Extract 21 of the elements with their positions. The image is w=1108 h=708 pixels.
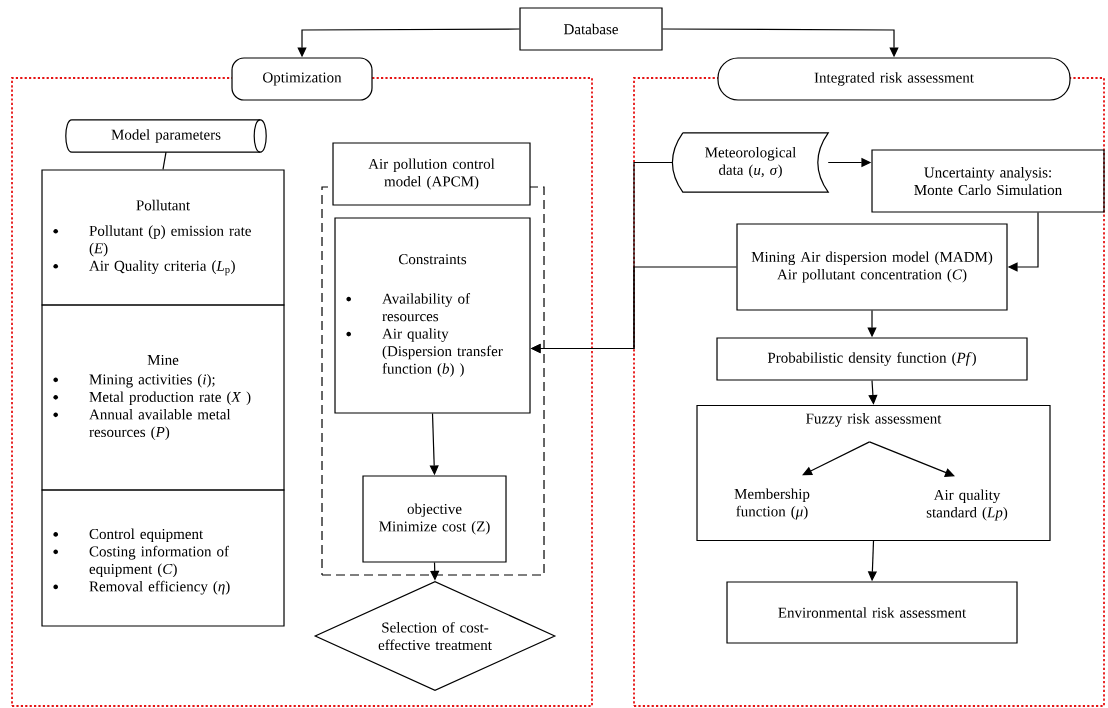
process-box: Probabilistic density function (Pf) (716, 337, 1028, 381)
process-box: Mine Mining activities (i); Metal production rate (X ) Annual available metal resources (P) (41, 304, 285, 491)
process-box: Pollutant Pollutant (p) emission rate (E) Air Quality criteria (L$_{p}$) (41, 169, 285, 306)
data-storage-shape: Meteorological data (u, σ) (671, 132, 829, 193)
cylinder-shape: Model parameters (65, 119, 267, 153)
process-box: Constraints Availability of resources Air quality (Dispersion transfer function (b) ) (334, 217, 531, 414)
section-heading-box: Optimization (231, 57, 373, 101)
text-label: Membership function (μ) (734, 488, 810, 520)
connector-line (162, 151, 167, 170)
process-box: Control equipment Costing information of equipment (C) Removal efficiency (η) (41, 489, 285, 627)
process-box: Environmental risk assessment (726, 581, 1018, 644)
process-box: Database (519, 7, 663, 51)
arrow (868, 441, 955, 477)
arrow (802, 441, 871, 476)
process-box: Air pollution control model (APCM) (332, 142, 531, 206)
arrow (868, 380, 878, 405)
process-box: Mining Air dispersion model (MADM) Air pollutant concentration (C) (736, 223, 1008, 311)
process-box: Uncertainty analysis: Monte Carlo Simulation (871, 149, 1105, 213)
text-label: Air quality standard (Lp) (926, 489, 1008, 521)
process-box: objective Minimize cost (Z) (362, 475, 507, 563)
section-heading-box: Integrated risk assessment (717, 57, 1071, 101)
